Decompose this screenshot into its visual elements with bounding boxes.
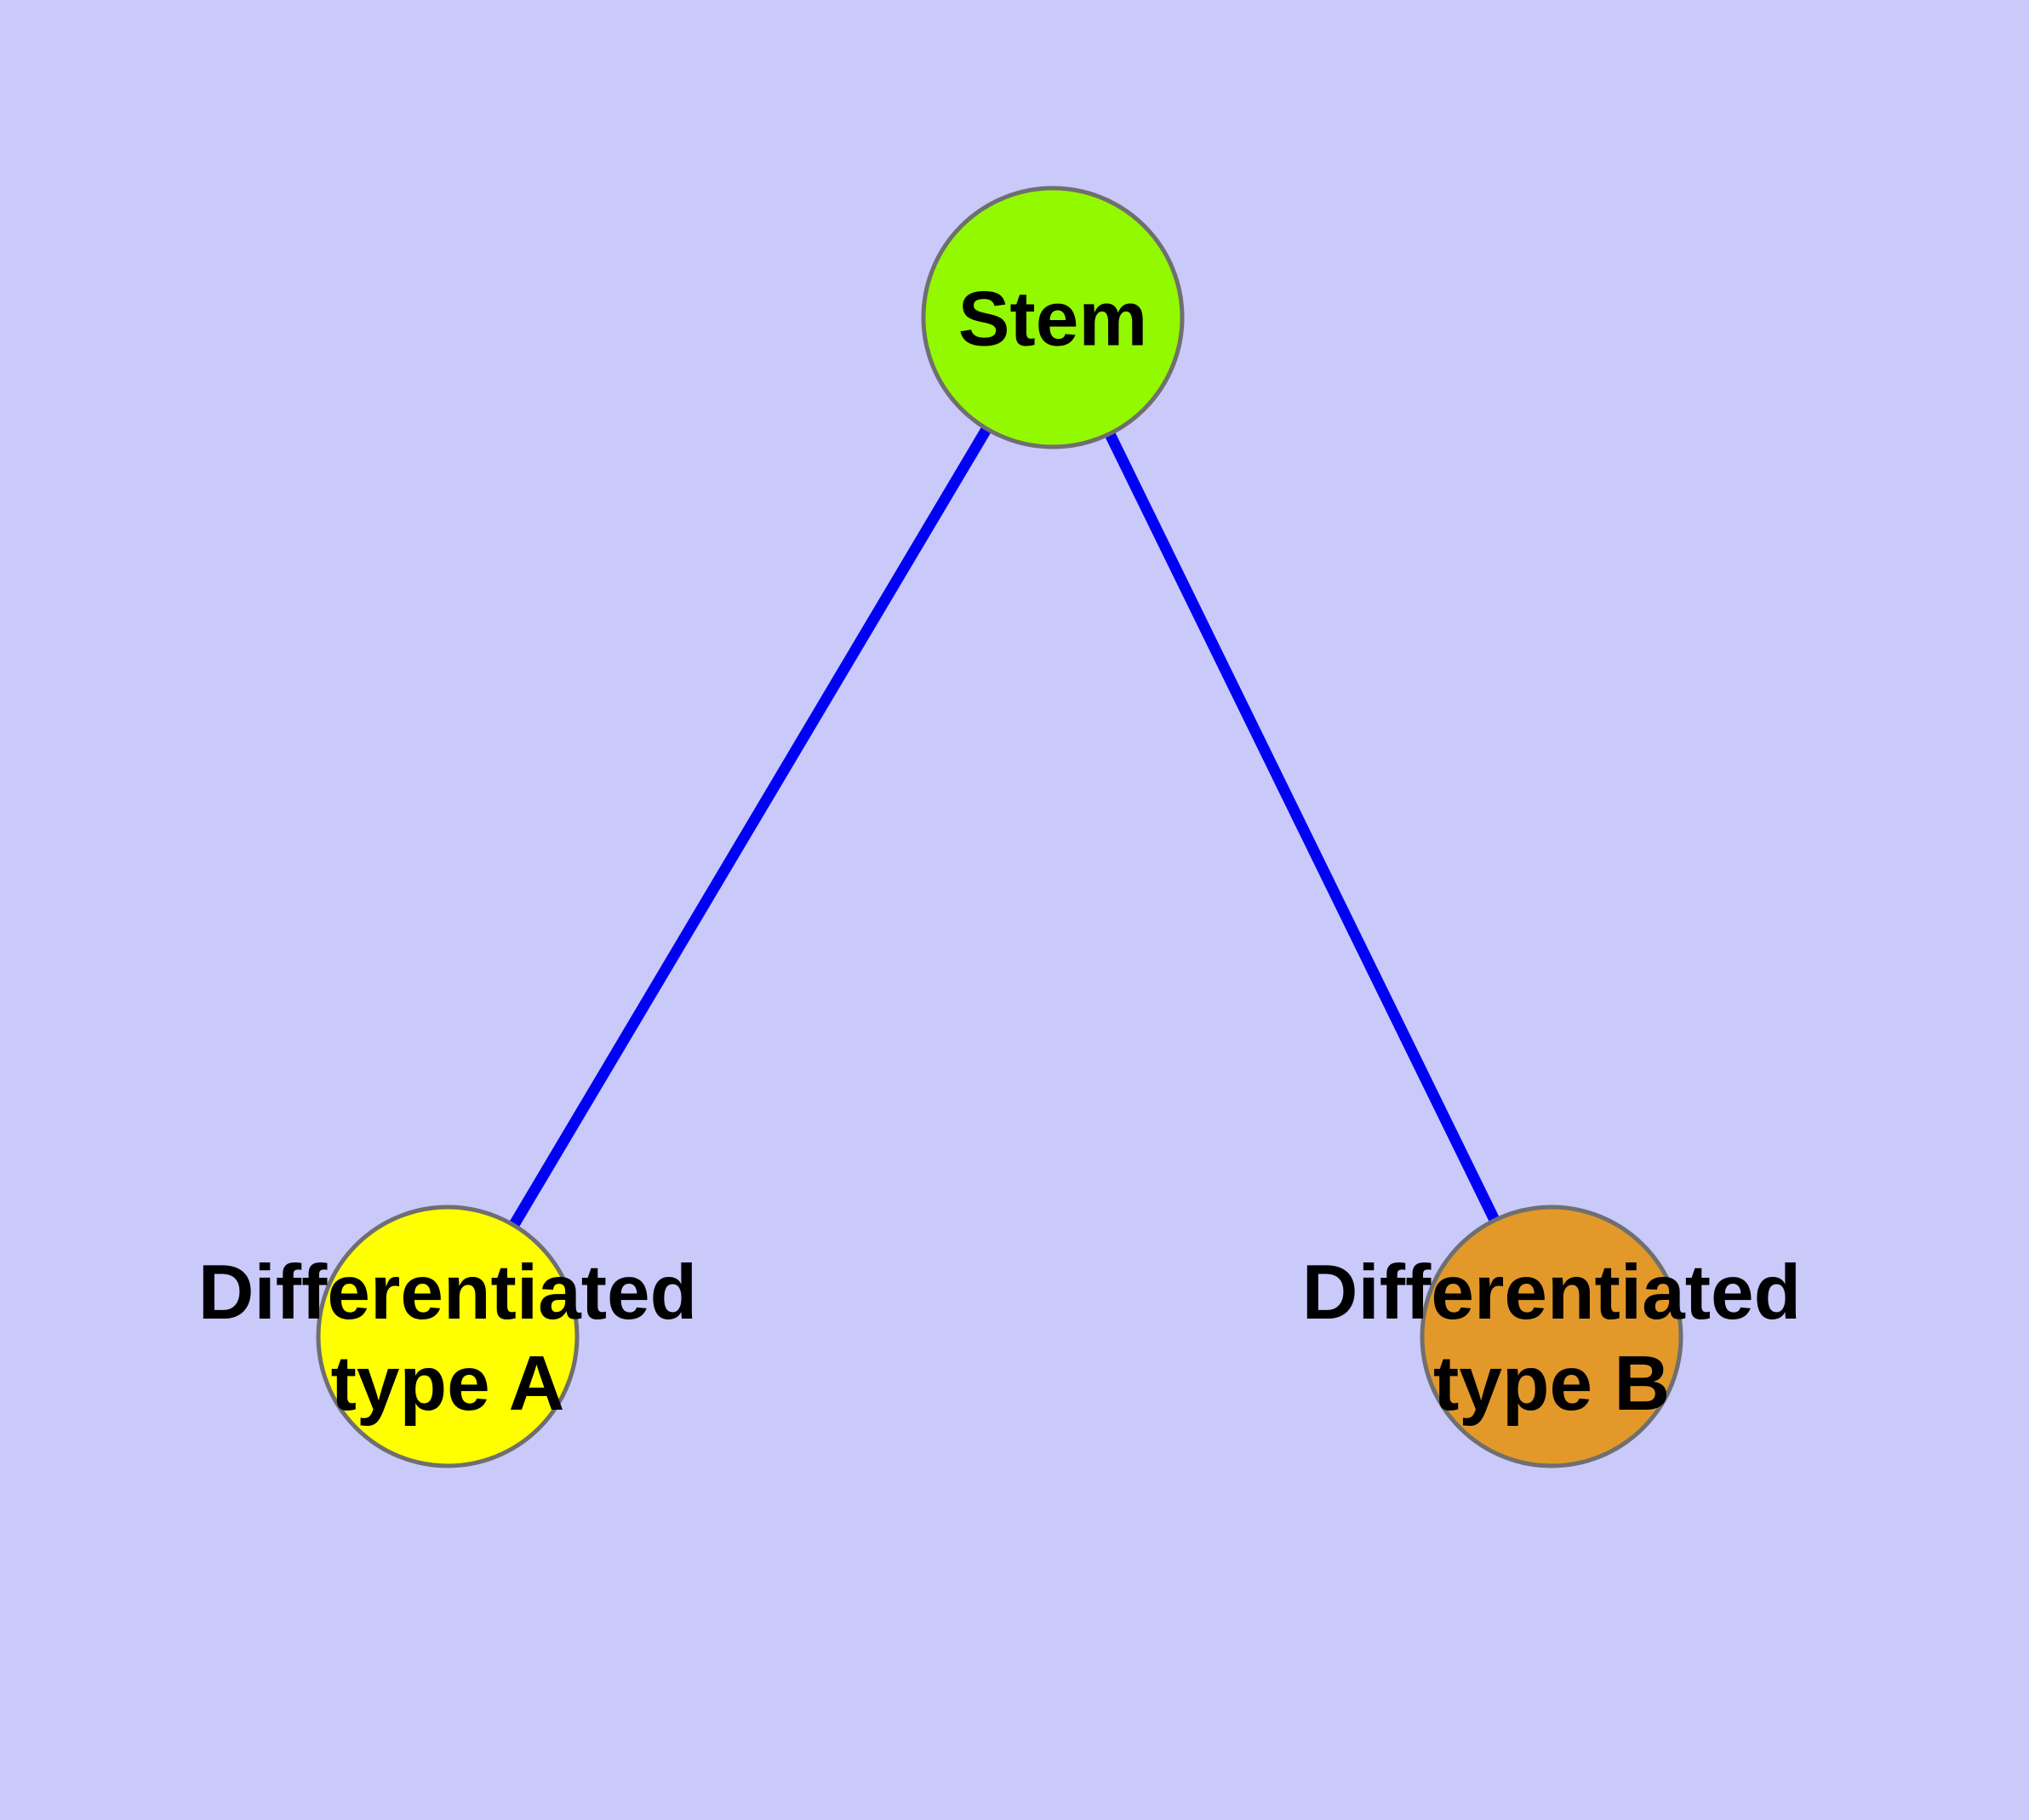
- node-stem: [921, 186, 1185, 449]
- node-differentiated-type-b: [1420, 1205, 1683, 1468]
- node-label-stem: Stem: [958, 276, 1148, 362]
- node-differentiated-type-a: [316, 1205, 580, 1468]
- edge-stem-to-differentiated-type-a: [443, 314, 1058, 1340]
- edge-stem-to-differentiated-type-b: [1048, 315, 1557, 1339]
